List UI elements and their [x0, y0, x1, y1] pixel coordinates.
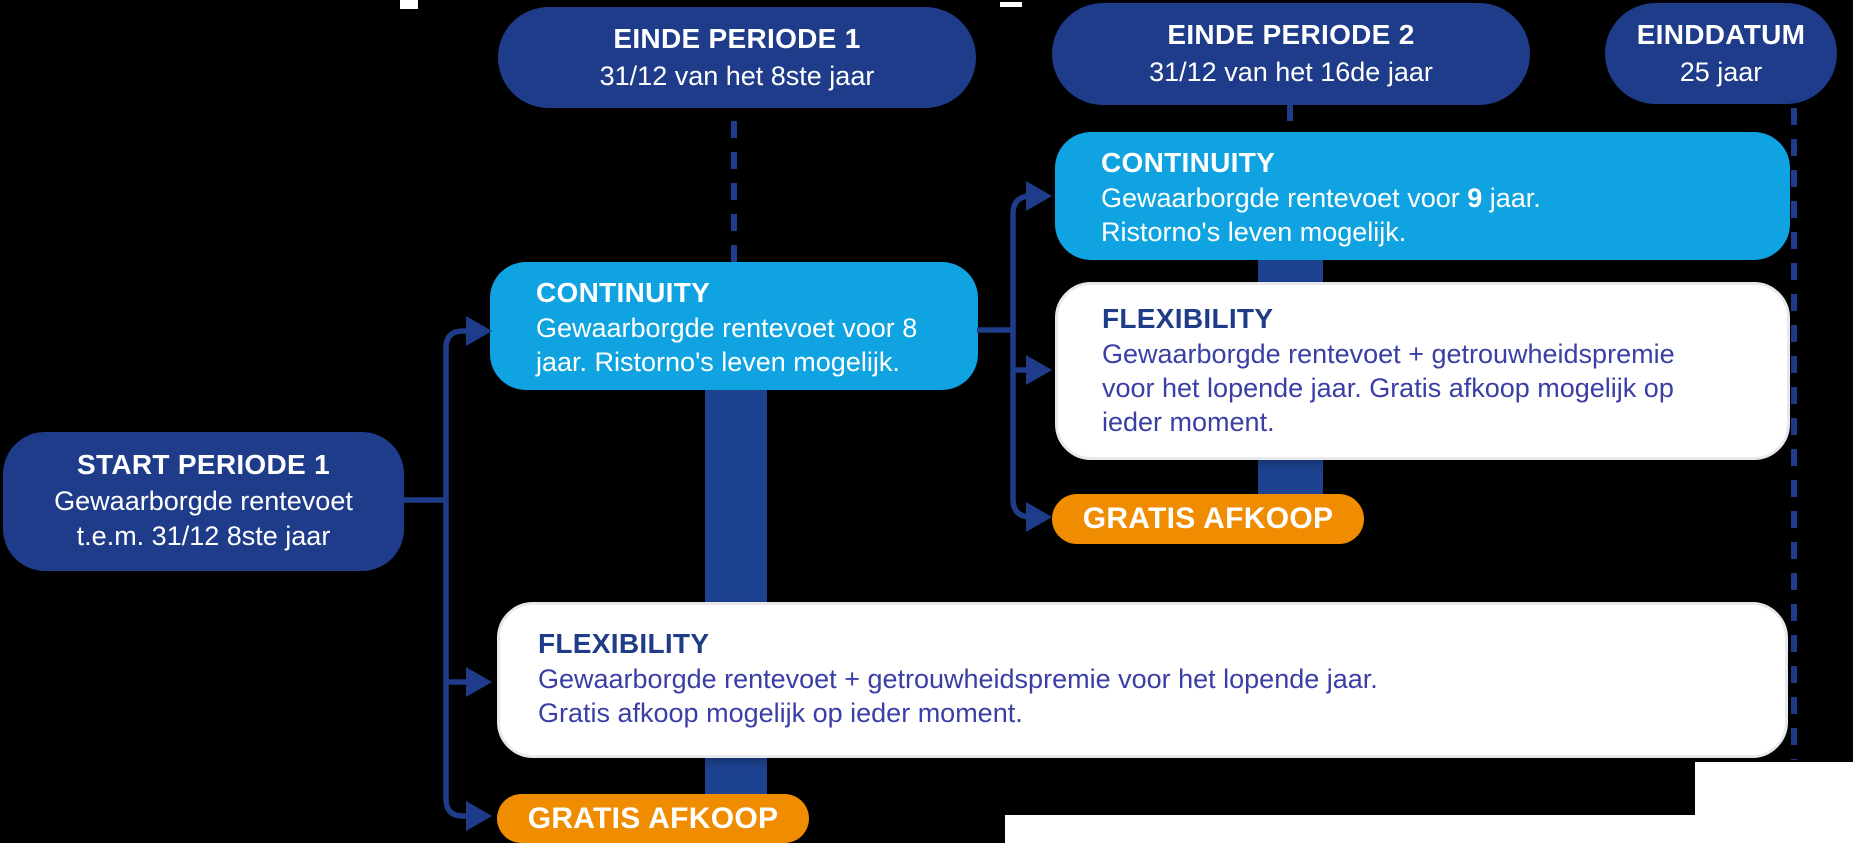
flexibility-title: FLEXIBILITY	[1102, 303, 1274, 334]
body-text: Gewaarborgde rentevoet voor	[1101, 183, 1468, 213]
flexibility-title: FLEXIBILITY	[538, 628, 710, 659]
arrow-right-icon	[1026, 502, 1052, 532]
continuity-title: CONTINUITY	[536, 277, 711, 308]
milestone-subtitle: 31/12 van het 8ste jaar	[599, 61, 875, 91]
arrow-right-icon	[1026, 181, 1052, 211]
arrow-right-icon	[1026, 355, 1052, 385]
milestone-einde-periode-2: EINDE PERIODE 2 31/12 van het 16de jaar	[1052, 3, 1530, 105]
period1-gratis-afkoop-pill: GRATIS AFKOOP	[497, 794, 809, 843]
arrow-right-icon	[466, 801, 492, 831]
flexibility-body-line: voor het lopende jaar. Gratis afkoop mog…	[1102, 373, 1674, 403]
flexibility-body-line: Gratis afkoop mogelijk op ieder moment.	[538, 698, 1023, 728]
continuity-title: CONTINUITY	[1101, 147, 1276, 178]
body-text: jaar.	[1482, 183, 1541, 213]
connector-line	[1010, 330, 1035, 520]
continuity-body-line: Gewaarborgde rentevoet voor 8	[536, 313, 918, 343]
milestone-title: EINDE PERIODE 1	[613, 23, 861, 54]
background-artifact	[1695, 762, 1853, 816]
milestone-title: EINDE PERIODE 2	[1167, 19, 1415, 50]
start-line: t.e.m. 31/12 8ste jaar	[76, 521, 331, 551]
connector-line	[1010, 193, 1035, 330]
period2-gratis-afkoop-pill: GRATIS AFKOOP	[1052, 494, 1364, 544]
continuity-body-line: jaar. Ristorno's leven mogelijk.	[536, 347, 900, 377]
background-artifact	[1000, 2, 1022, 7]
flexibility-body-line: Gewaarborgde rentevoet + getrouwheidspre…	[538, 664, 1378, 694]
einde-periode-2-dashed-line	[1287, 104, 1293, 132]
period2-continuity-box: CONTINUITY Gewaarborgde rentevoet voor 9…	[1055, 132, 1790, 260]
milestone-einde-periode-1: EINDE PERIODE 1 31/12 van het 8ste jaar	[498, 7, 976, 108]
body-text-bold: 9	[1467, 183, 1483, 213]
flexibility-body-line: ieder moment.	[1102, 407, 1275, 437]
einddatum-dashed-line	[1791, 108, 1797, 760]
start-title: START PERIODE 1	[77, 449, 330, 480]
continuity-body-line: Gewaarborgde rentevoet voor 9 jaar.	[1101, 181, 1766, 215]
einde-periode-1-dashed-line	[731, 121, 737, 262]
connector-line	[443, 500, 467, 819]
milestone-title: EINDDATUM	[1636, 19, 1806, 50]
start-line: Gewaarborgde rentevoet	[54, 486, 353, 516]
period1-continuity-box: CONTINUITY Gewaarborgde rentevoet voor 8…	[490, 262, 978, 390]
background-artifact	[400, 0, 418, 9]
period2-flexibility-box: FLEXIBILITY Gewaarborgde rentevoet + get…	[1055, 282, 1790, 460]
arrow-right-icon	[466, 316, 492, 346]
arrow-right-icon	[466, 667, 492, 697]
milestone-subtitle: 25 jaar	[1679, 57, 1763, 87]
connector-line	[443, 328, 467, 500]
start-periode-1-box: START PERIODE 1 Gewaarborgde rentevoet t…	[3, 432, 404, 571]
milestone-einddatum: EINDDATUM 25 jaar	[1605, 3, 1837, 104]
period1-flexibility-box: FLEXIBILITY Gewaarborgde rentevoet + get…	[497, 602, 1788, 758]
milestone-subtitle: 31/12 van het 16de jaar	[1149, 57, 1433, 87]
flexibility-body-line: Gewaarborgde rentevoet + getrouwheidspre…	[1102, 339, 1675, 369]
background-artifact	[1005, 815, 1853, 843]
continuity-body-line: Ristorno's leven mogelijk.	[1101, 217, 1407, 247]
